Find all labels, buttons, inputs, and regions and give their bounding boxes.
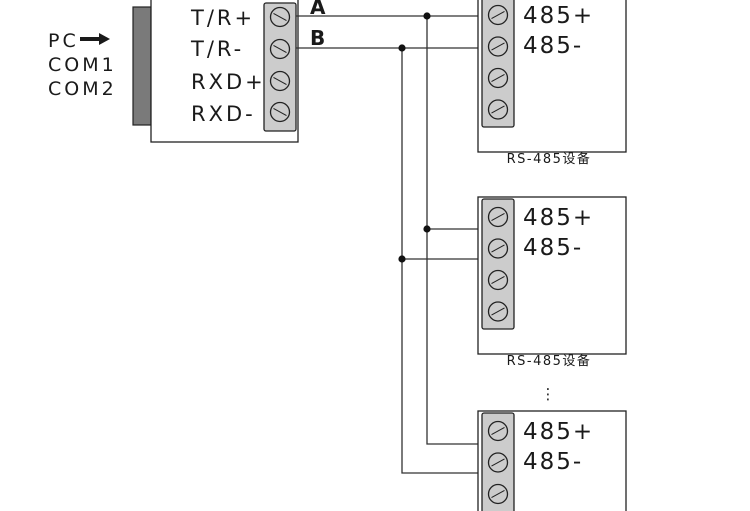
junction-dot [423, 12, 431, 20]
terminal-label-485-minus: 485- [523, 33, 583, 59]
screw-icon [487, 4, 509, 26]
terminal-label-485-plus: 485+ [523, 205, 594, 231]
rs232-rs485-converter: T/R+ T/R- RXD+ RXD- [132, 0, 299, 143]
terminal-label-rxd-plus: RXD+ [191, 70, 266, 94]
screw-icon [487, 420, 509, 442]
screw-icon [487, 301, 509, 322]
screw-icon [487, 269, 509, 291]
device-terminal-block [481, 198, 515, 330]
screw-icon [487, 206, 509, 228]
wire-label-a: A [310, 0, 326, 19]
screw-icon [487, 452, 509, 473]
terminal-label-485-plus: 485+ [523, 419, 594, 445]
db9-connector [132, 6, 152, 126]
device-terminal-block [481, 0, 515, 128]
junction-dots [398, 12, 431, 263]
rs485-device: 485+ 485- RS-485设备 [477, 0, 627, 167]
screw-icon [269, 38, 291, 60]
pc-port-com2: COM2 [48, 78, 117, 100]
device-caption: RS-485设备 [507, 353, 592, 369]
screw-icon [487, 67, 509, 89]
rs485-device: 485+ 485- RS-485设备 [477, 196, 627, 369]
device-caption: RS-485设备 [507, 151, 592, 167]
screw-icon [487, 483, 509, 505]
continuation-ellipsis: ⋮ [541, 385, 556, 403]
terminal-label-tr-minus: T/R- [190, 37, 244, 61]
pc-port-com1: COM1 [48, 54, 117, 76]
screw-icon [269, 6, 291, 28]
junction-dot [398, 255, 406, 263]
converter-terminal-block [263, 2, 297, 132]
bus-wires [296, 15, 484, 474]
screw-icon [487, 36, 509, 57]
terminal-label-rxd-minus: RXD- [191, 102, 256, 126]
screw-icon [487, 99, 509, 120]
terminal-label-485-minus: 485- [523, 235, 583, 261]
terminal-label-485-plus: 485+ [523, 3, 594, 29]
pc-label: PC [48, 30, 79, 52]
screw-icon [269, 101, 291, 123]
terminal-label-tr-plus: T/R+ [190, 6, 255, 30]
screw-icon [269, 70, 291, 92]
rs485-device: 485+ 485- [477, 410, 627, 511]
terminal-label-485-minus: 485- [523, 449, 583, 475]
junction-dot [423, 225, 431, 233]
screw-icon [487, 238, 509, 259]
wire-b-trunk [401, 48, 484, 474]
junction-dot [398, 44, 406, 52]
wire-a-trunk [426, 16, 484, 445]
wire-label-b: B [310, 26, 325, 50]
right-arrow-icon [80, 33, 110, 45]
